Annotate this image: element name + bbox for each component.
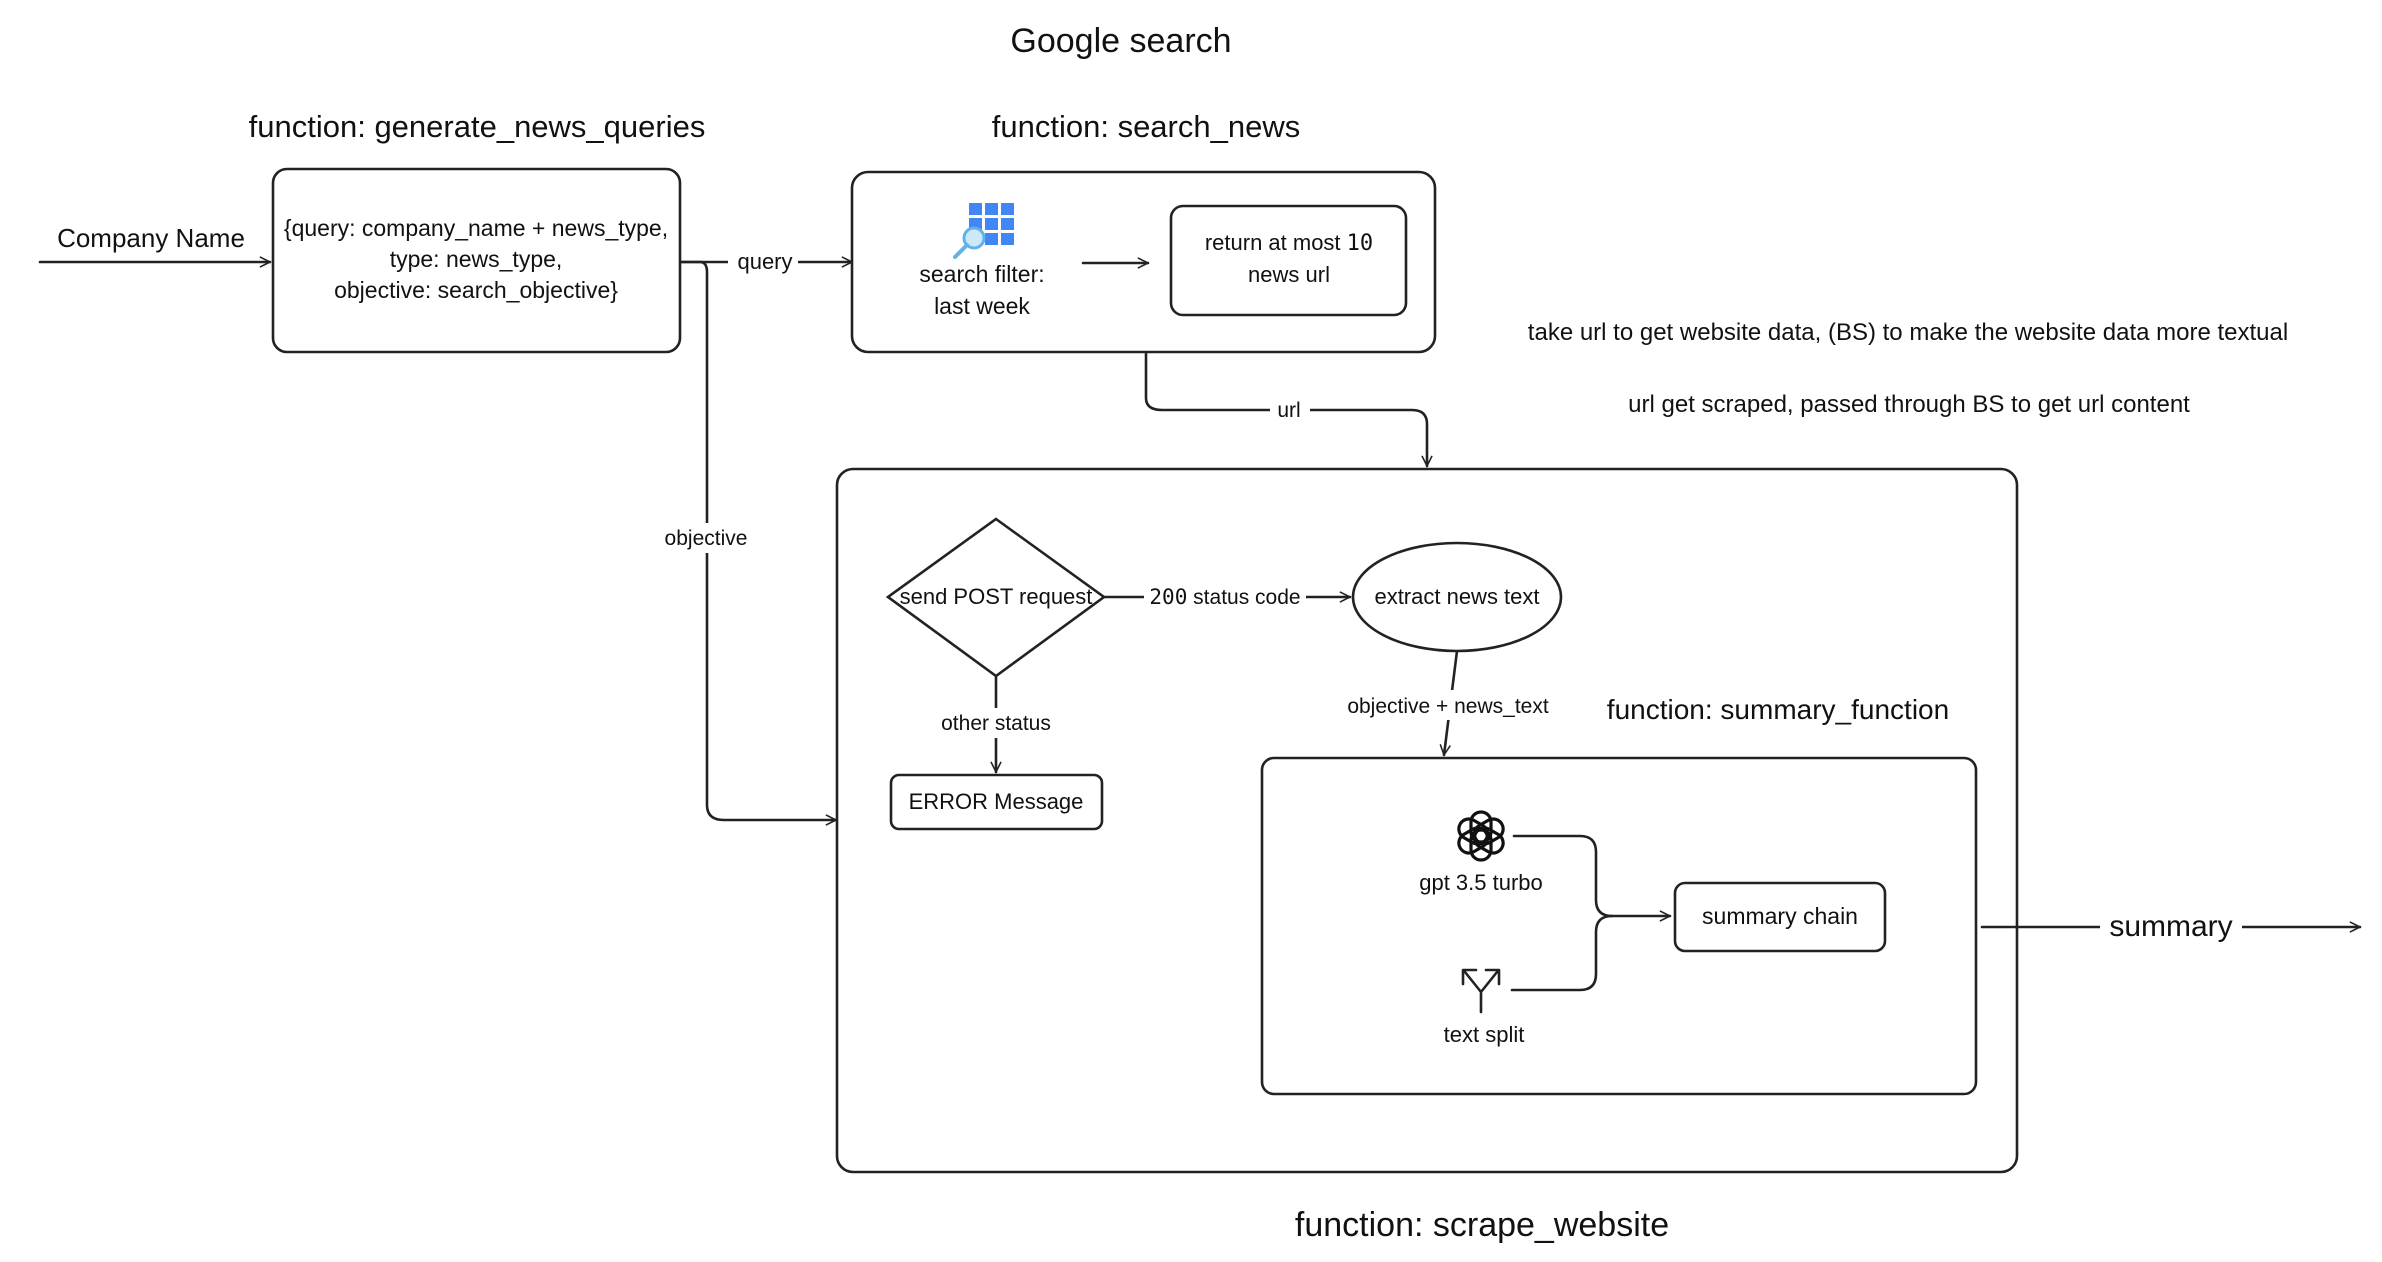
query-label-bg [728, 246, 798, 276]
search-filter-line-2: last week [934, 293, 1030, 319]
return-urls-line-2: news url [1248, 262, 1330, 287]
search-news-title: function: search_news [992, 109, 1300, 144]
return-urls-prefix: return at most [1205, 230, 1347, 255]
status-200-text: status code [1187, 586, 1300, 609]
google-search-title: Google search [1010, 22, 1231, 60]
text-split-icon [1461, 968, 1501, 1014]
other-status-label: other status [941, 712, 1051, 735]
note-website-data: take url to get website data, (BS) to ma… [1528, 319, 2288, 346]
objective-label-bg [660, 523, 754, 553]
summary-function-title: function: summary_function [1607, 694, 1949, 725]
summary-chain-label: summary chain [1702, 903, 1858, 929]
scrape-website-title: function: scrape_website [1295, 1206, 1669, 1244]
text-split-label: text split [1444, 1022, 1525, 1047]
status-200-label: 200 status code [1149, 585, 1300, 609]
query-object-line-3: objective: search_objective} [334, 277, 618, 303]
status-200-number: 200 [1149, 585, 1187, 609]
post-request-label: send POST request [900, 584, 1093, 609]
summary-label-bg [2100, 908, 2242, 944]
status-200-label-bg [1144, 582, 1306, 612]
url-label-bg [1270, 395, 1310, 425]
return-urls-line-1: return at most 10 [1205, 230, 1373, 256]
gpt-label: gpt 3.5 turbo [1419, 870, 1543, 895]
query-object-line-1: {query: company_name + news_type, [284, 215, 668, 241]
gpt-to-chain-edge [1512, 834, 1672, 922]
summary-function-box [1260, 756, 1978, 1096]
error-message-label: ERROR Message [909, 789, 1084, 814]
generate-news-queries-title: function: generate_news_queries [249, 109, 706, 144]
objective-edge-label: objective [665, 527, 748, 550]
company-name-label: Company Name [57, 223, 245, 253]
objective-news-text-label: objective + news_text [1347, 695, 1549, 718]
return-urls-number: 10 [1347, 231, 1374, 256]
split-to-chain-edge [1510, 914, 1614, 992]
error-message-box [889, 773, 1104, 831]
summary-chain-box [1673, 881, 1887, 953]
summary-output-label: summary [2109, 910, 2232, 943]
objective-news-text-label-bg [1340, 690, 1558, 720]
return-urls-box [1169, 204, 1408, 317]
query-edge-label: query [737, 249, 792, 274]
query-object-box [271, 167, 682, 354]
url-edge-label: url [1277, 399, 1300, 422]
google-search-grid-icon [953, 203, 1014, 259]
note-url-scraped: url get scraped, passed through BS to ge… [1628, 391, 2190, 418]
search-filter-line-1: search filter: [919, 261, 1044, 287]
query-object-line-2: type: news_type, [390, 246, 563, 272]
other-status-label-bg [930, 708, 1062, 738]
extract-text-label: extract news text [1374, 584, 1539, 609]
openai-logo-icon [1457, 810, 1505, 862]
